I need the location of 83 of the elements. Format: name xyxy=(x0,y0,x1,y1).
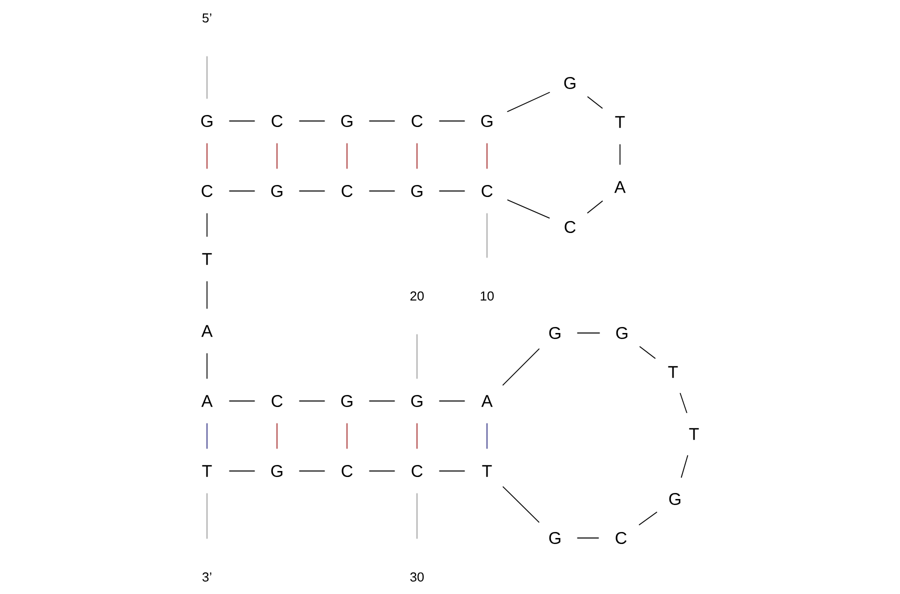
nucleotide-letter: G xyxy=(411,394,422,408)
nucleotide-letter: G xyxy=(564,76,576,90)
nucleotide-letter: A xyxy=(201,395,213,407)
position-label: 20 xyxy=(410,291,424,301)
nucleotide-letter: C xyxy=(342,184,352,198)
position-label: 3’ xyxy=(202,572,212,582)
backbone-line xyxy=(298,470,326,472)
position-label: 5’ xyxy=(202,13,212,23)
nucleotide-letter: T xyxy=(668,366,678,378)
nucleotide-letter: C xyxy=(342,464,352,478)
nucleotide-letter: G xyxy=(669,492,680,506)
nucleotide-letter: G xyxy=(341,394,352,408)
backbone-line xyxy=(368,120,396,122)
nucleotide-letter: T xyxy=(202,253,212,265)
nucleotide-letter: G xyxy=(549,532,560,544)
backbone-line xyxy=(228,190,256,192)
nucleotide-letter: T xyxy=(202,465,212,477)
base-pair-line xyxy=(416,142,418,170)
base-pair-line xyxy=(346,422,348,450)
nucleotide-letter: T xyxy=(615,116,625,128)
backbone-line xyxy=(587,96,603,109)
nucleotide-letter: G xyxy=(481,114,492,128)
base-pair-line xyxy=(206,422,208,450)
backbone-line xyxy=(438,400,466,402)
backbone-line xyxy=(228,400,256,402)
backbone-line xyxy=(368,400,396,402)
backbone-line xyxy=(368,470,396,472)
nucleotide-letter: G xyxy=(411,184,422,198)
backbone-line xyxy=(680,392,688,414)
nucleotide-letter: A xyxy=(481,395,493,407)
leader-line xyxy=(416,492,418,540)
backbone-line xyxy=(502,486,540,523)
base-pair-line xyxy=(346,142,348,170)
backbone-line xyxy=(506,92,550,112)
base-pair-line xyxy=(416,422,418,450)
nucleotide-letter: G xyxy=(616,326,628,340)
leader-line xyxy=(206,56,208,100)
nucleotide-letter: T xyxy=(689,428,699,440)
base-pair-line xyxy=(486,142,488,170)
leader-line xyxy=(486,212,488,258)
backbone-line xyxy=(438,470,466,472)
base-pair-line xyxy=(486,422,488,450)
backbone-line xyxy=(368,190,396,192)
backbone-line xyxy=(298,190,326,192)
backbone-line xyxy=(438,120,466,122)
backbone-line xyxy=(502,348,540,386)
backbone-line xyxy=(586,200,604,214)
nucleotide-letter: C xyxy=(202,184,212,198)
backbone-line xyxy=(639,346,656,359)
backbone-line xyxy=(228,470,256,472)
nucleotide-letter: C xyxy=(272,114,282,128)
nucleotide-letter: C xyxy=(564,220,576,234)
backbone-line xyxy=(298,400,326,402)
nucleotide-letter: C xyxy=(482,184,492,198)
backbone-line xyxy=(638,512,658,526)
backbone-line xyxy=(576,332,600,334)
nucleotide-letter: C xyxy=(616,532,626,544)
nucleotide-letter: G xyxy=(201,114,212,128)
nucleotide-letter: T xyxy=(482,465,492,477)
backbone-line xyxy=(506,199,550,219)
nucleotide-letter: C xyxy=(412,114,422,128)
nucleotide-letter: C xyxy=(272,394,282,408)
base-pair-line xyxy=(206,142,208,170)
nucleotide-letter: G xyxy=(341,114,352,128)
backbone-line xyxy=(680,454,688,478)
nucleotide-letter: G xyxy=(271,464,282,478)
nucleotide-letter: G xyxy=(271,184,282,198)
nucleotide-letter: A xyxy=(201,325,213,337)
base-pair-line xyxy=(276,422,278,450)
backbone-line xyxy=(206,352,208,380)
backbone-line xyxy=(298,120,326,122)
position-label: 10 xyxy=(480,291,494,301)
nucleotide-letter: G xyxy=(549,326,560,340)
leader-line xyxy=(206,492,208,540)
leader-line xyxy=(416,334,418,380)
backbone-line xyxy=(206,280,208,310)
backbone-line xyxy=(438,190,466,192)
nucleotide-letter: A xyxy=(614,181,626,193)
base-pair-line xyxy=(276,142,278,170)
backbone-line xyxy=(228,120,256,122)
backbone-line xyxy=(206,212,208,238)
nucleotide-letter: C xyxy=(412,464,422,478)
position-label: 30 xyxy=(410,572,424,582)
